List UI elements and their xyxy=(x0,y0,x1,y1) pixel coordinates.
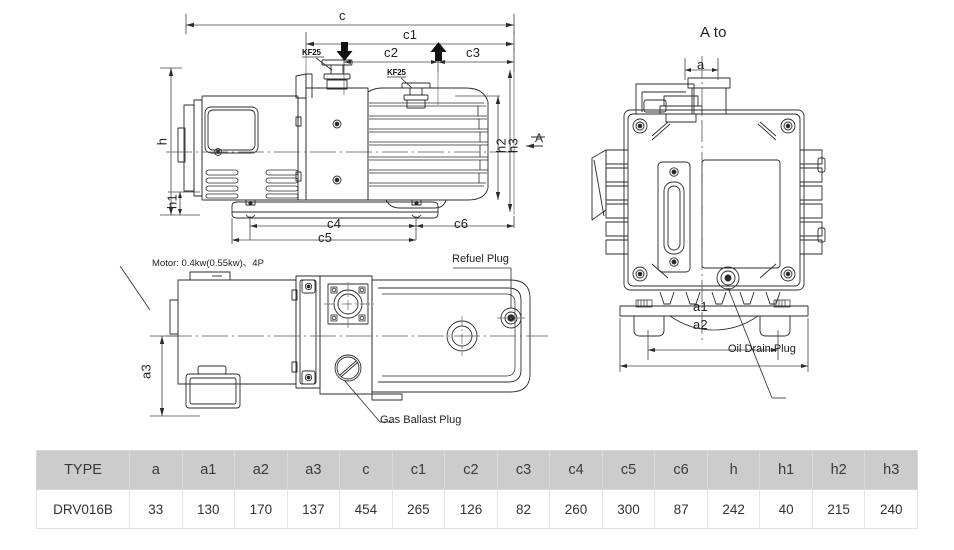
table-header-cell: c6 xyxy=(654,450,708,490)
section-view-title: A to xyxy=(700,24,727,41)
dimension-label-c5: c5 xyxy=(318,230,333,245)
table-row: DRV016B 33 130 170 137 454 265 126 82 26… xyxy=(36,489,918,529)
table-header-cell: a xyxy=(129,450,183,490)
callout-gas-ballast-plug: Gas Ballast Plug xyxy=(380,414,462,426)
table-cell: 87 xyxy=(654,489,708,529)
dimension-label-c: c xyxy=(339,8,346,23)
dimension-label-c6: c6 xyxy=(454,216,469,231)
section-a-view xyxy=(590,0,920,430)
dimension-label-a1: a1 xyxy=(693,299,708,314)
table-cell: 260 xyxy=(549,489,603,529)
table-cell: 454 xyxy=(339,489,393,529)
table-cell: 215 xyxy=(811,489,866,529)
table-header-cell: c4 xyxy=(549,450,603,490)
table-cell: 300 xyxy=(601,489,656,529)
table-cell: 130 xyxy=(181,489,236,529)
table-header-cell: c3 xyxy=(496,450,551,490)
table-cell: 242 xyxy=(706,489,761,529)
table-cell: 33 xyxy=(129,489,183,529)
section-mark-a: A xyxy=(535,131,544,145)
dimension-label-c1: c1 xyxy=(403,27,418,42)
callout-oil-drain-plug: Oil Drain Plug xyxy=(728,343,796,355)
table-header-cell: h xyxy=(706,450,761,490)
table-header-cell: TYPE xyxy=(36,450,130,490)
table-header-cell: a3 xyxy=(286,450,341,490)
dimension-label-c2: c2 xyxy=(384,45,399,60)
side-elevation-view xyxy=(0,0,570,250)
table-cell: 137 xyxy=(286,489,341,529)
table-header-cell: h2 xyxy=(811,450,866,490)
table-cell-type: DRV016B xyxy=(36,489,130,529)
table-cell: 40 xyxy=(759,489,813,529)
table-header-row: TYPE a a1 a2 a3 c c1 c2 c3 c4 c5 c6 h h1… xyxy=(36,450,918,490)
table-cell: 265 xyxy=(391,489,446,529)
table-header-cell: c5 xyxy=(601,450,656,490)
table-cell: 240 xyxy=(864,489,918,529)
motor-spec-note: Motor: 0.4kw(0.55kw)、4P xyxy=(152,258,264,269)
dimension-label-a3: a3 xyxy=(138,364,154,379)
table-cell: 126 xyxy=(444,489,498,529)
port-label-kf25-exhaust: KF25 xyxy=(387,68,406,77)
dimension-label-h1: h1 xyxy=(164,194,180,209)
dimension-label-h: h xyxy=(154,137,170,146)
table-header-cell: c1 xyxy=(391,450,446,490)
table-header-cell: a1 xyxy=(181,450,236,490)
dimension-label-h3: h3 xyxy=(505,138,521,153)
specification-table: TYPE a a1 a2 a3 c c1 c2 c3 c4 c5 c6 h h1… xyxy=(36,450,918,529)
dimension-label-a: a xyxy=(697,57,705,72)
callout-refuel-plug: Refuel Plug xyxy=(452,253,509,265)
table-header-cell: h1 xyxy=(759,450,813,490)
port-label-kf25-inlet: KF25 xyxy=(302,48,321,57)
dimension-label-c4: c4 xyxy=(327,216,342,231)
table-cell: 82 xyxy=(496,489,551,529)
dimension-label-a2: a2 xyxy=(693,317,708,332)
table-header-cell: c xyxy=(339,450,393,490)
table-header-cell: a2 xyxy=(234,450,288,490)
table-cell: 170 xyxy=(234,489,288,529)
table-header-cell: h3 xyxy=(864,450,918,490)
table-header-cell: c2 xyxy=(444,450,498,490)
dimension-label-c3: c3 xyxy=(466,45,481,60)
plan-view xyxy=(0,250,570,435)
